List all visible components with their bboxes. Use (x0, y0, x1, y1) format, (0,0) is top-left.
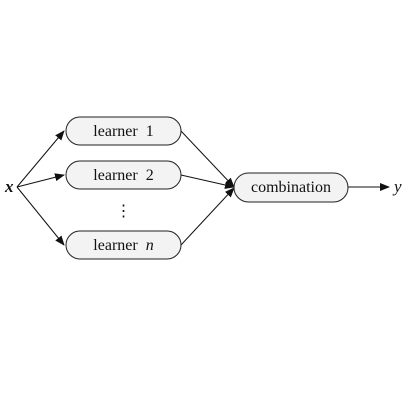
learner-2-prefix: learner (93, 167, 138, 184)
learner-1-prefix: learner (93, 123, 138, 140)
combination-label: combination (251, 179, 331, 196)
learner-node-1: learner 1 (65, 116, 182, 146)
learner-2-index: 2 (146, 167, 154, 184)
edge-learner-2-combination (180, 174, 235, 189)
input-label: x (4, 177, 14, 196)
edge-input-learner-2 (16, 173, 65, 188)
learner-node-n: learner n (65, 230, 182, 260)
svg-text:learner 2: learner 2 (93, 167, 153, 184)
learner-n-prefix: learner (93, 237, 138, 254)
learner-n-index: n (146, 237, 154, 254)
svg-text:learner 1: learner 1 (93, 123, 153, 140)
learner-1-index: 1 (146, 123, 154, 140)
learner-node-2: learner 2 (65, 160, 182, 190)
output-label: y (392, 177, 402, 196)
edge-input-learner-1 (16, 130, 65, 188)
edge-learner-n-combination (180, 187, 235, 246)
edge-input-learner-n (16, 186, 65, 246)
combination-node: combination (233, 172, 349, 203)
svg-text:learner n: learner n (93, 237, 153, 254)
learner-ellipsis: ⋮ (116, 203, 132, 220)
edge-learner-1-combination (180, 130, 235, 188)
